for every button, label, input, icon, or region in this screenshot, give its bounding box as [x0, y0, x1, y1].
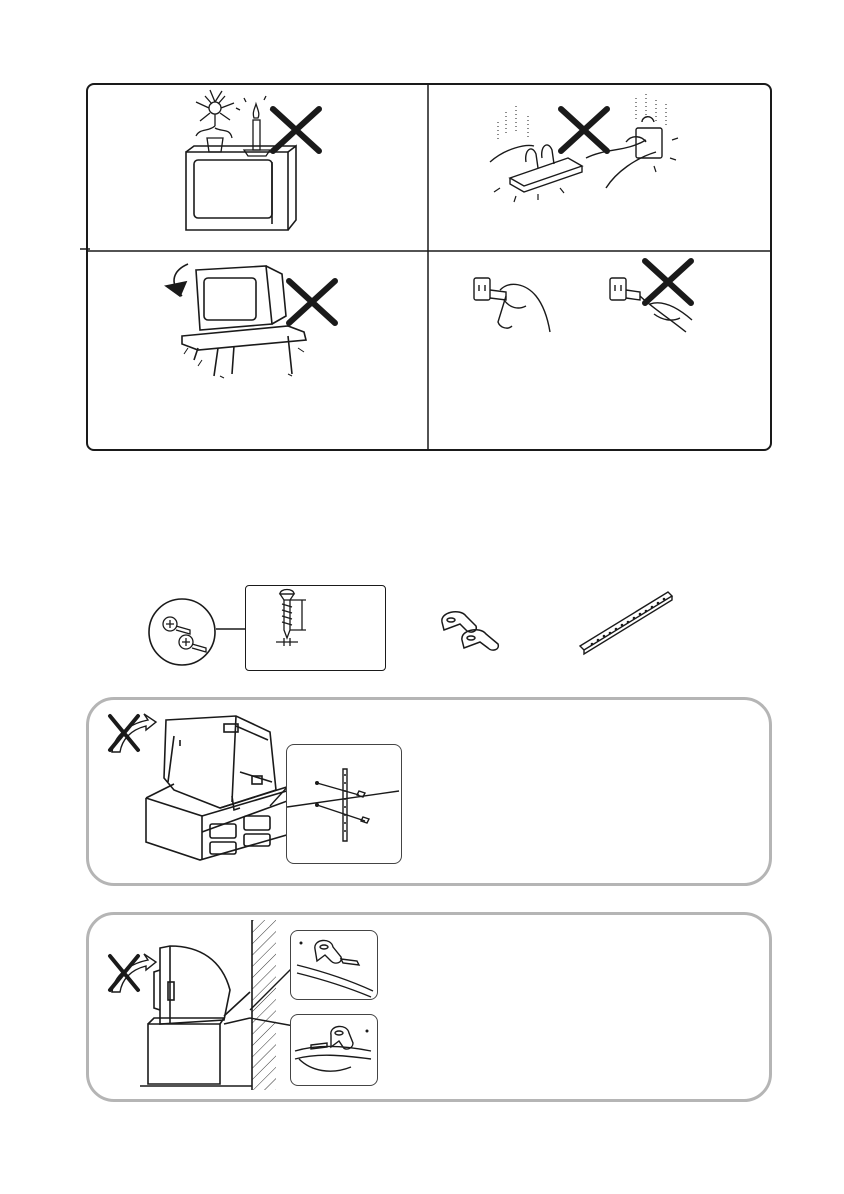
- prohibited-cross-icon-4: [640, 256, 696, 308]
- prohibited-cross-icon-3: [284, 276, 340, 328]
- screw-dimension-drawing: [246, 586, 384, 668]
- callout-lines-3: [248, 960, 296, 1030]
- prohibited-cross-icon-2: [556, 104, 612, 156]
- prohibited-cross-icon: [268, 104, 324, 156]
- belt-mount-drawing: [287, 745, 400, 862]
- correct-unplug-illustration: [470, 270, 560, 342]
- belt-mount-detail: [286, 744, 402, 864]
- wall-clamp-drawing-bottom: [291, 1015, 376, 1084]
- callout-line: [216, 626, 248, 632]
- wall-clamp-drawing-top: [291, 931, 376, 998]
- wall-clamp-detail-bottom: [290, 1014, 378, 1086]
- screws-parts-icon: [146, 596, 218, 668]
- screw-spec-box: [245, 585, 386, 671]
- support-belt-icon: [574, 586, 678, 658]
- grid-overhang: [80, 248, 90, 252]
- wall-clamp-detail-top: [290, 930, 378, 1000]
- cord-clamps-icon: [436, 604, 510, 656]
